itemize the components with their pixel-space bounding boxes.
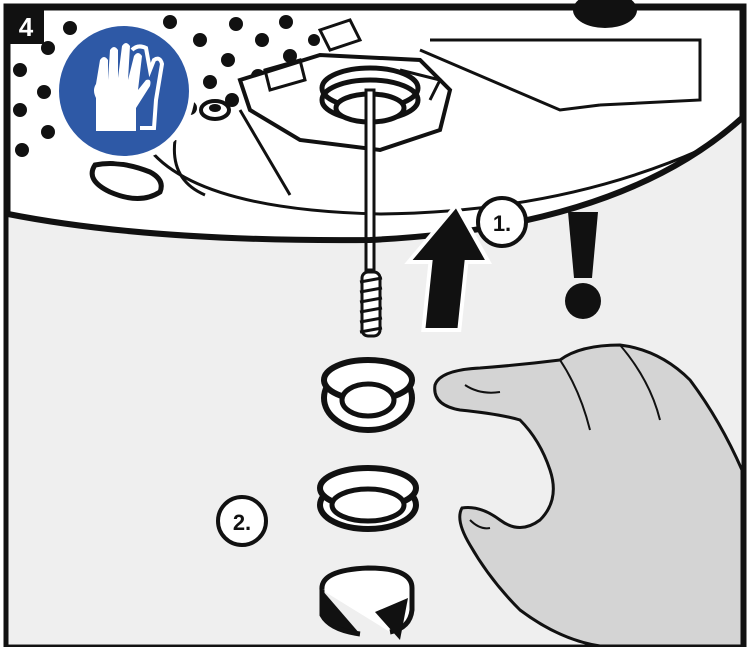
step-1-label: 1. (493, 211, 511, 236)
gloves-icon (56, 23, 192, 159)
step-1-marker: 1. (478, 198, 526, 246)
seal-ring (320, 468, 416, 529)
cap-part (324, 360, 412, 430)
step-2-label: 2. (233, 510, 251, 535)
rod-spring (360, 272, 382, 336)
small-nut (201, 101, 229, 119)
step-number-badge: 4 (8, 8, 44, 44)
step-2-marker: 2. (218, 497, 266, 545)
step-number: 4 (19, 12, 34, 42)
